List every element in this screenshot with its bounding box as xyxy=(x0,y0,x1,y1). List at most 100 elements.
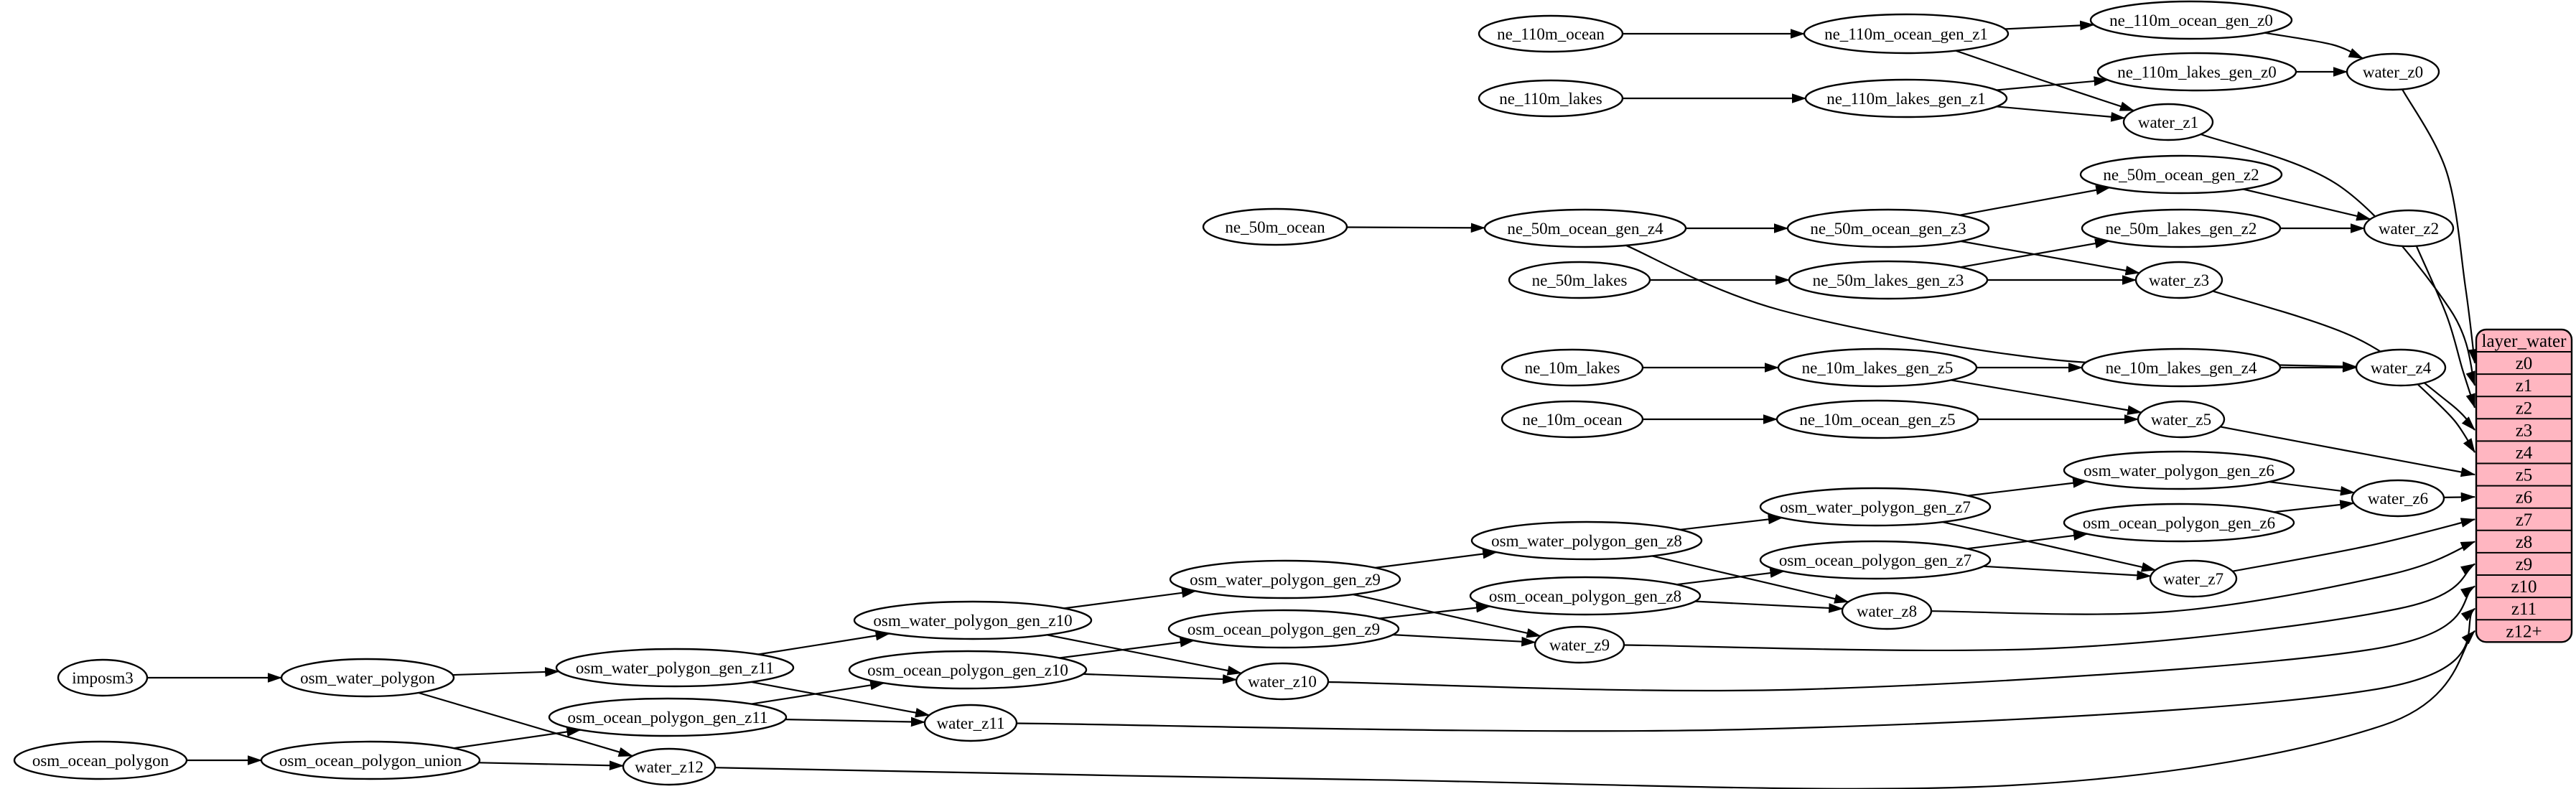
edge-ne_50m_lakes_gen_z3-to-ne_50m_lakes_gen_z2 xyxy=(1960,238,2110,269)
edge-osm_ocean_polygon_gen_z9-to-water_z9 xyxy=(1392,634,1536,647)
edge-water_z10-to-layer_water-z10 xyxy=(1327,585,2475,692)
node-label-ne_50m_lakes_gen_z2: ne_50m_lakes_gen_z2 xyxy=(2106,220,2257,238)
node-label-water_z8: water_z8 xyxy=(1857,602,1917,620)
node-label-ne_10m_ocean_gen_z5: ne_10m_ocean_gen_z5 xyxy=(1799,411,1955,429)
node-shape-ne_110m_lakes xyxy=(1478,79,1624,118)
edge-osm_ocean_polygon_gen_z8-to-water_z8 xyxy=(1694,600,1844,613)
node-osm_ocean_polygon: osm_ocean_polygon xyxy=(13,740,188,780)
node-shape-osm_ocean_polygon_gen_z9 xyxy=(1167,609,1400,649)
node-label-water_z6: water_z6 xyxy=(2368,490,2428,508)
node-label-ne_110m_ocean_gen_z1: ne_110m_ocean_gen_z1 xyxy=(1824,25,1988,43)
node-osm_water_polygon_gen_z10: osm_water_polygon_gen_z10 xyxy=(853,600,1093,640)
edge-ne_110m_ocean_gen_z1-to-ne_110m_ocean_gen_z0 xyxy=(2005,20,2095,31)
node-water_z11: water_z11 xyxy=(923,704,1018,742)
node-water_z3: water_z3 xyxy=(2134,261,2223,299)
node-shape-ne_50m_lakes_gen_z3 xyxy=(1788,260,1989,300)
node-label-ne_110m_lakes_gen_z1: ne_110m_lakes_gen_z1 xyxy=(1826,90,1985,108)
node-shape-imposm3 xyxy=(57,658,149,697)
node-shape-ne_110m_lakes_gen_z1 xyxy=(1804,78,2008,118)
edge-osm_ocean_polygon_gen_z11-to-osm_ocean_polygon_gen_z10 xyxy=(751,680,885,705)
node-water_z0: water_z0 xyxy=(2346,52,2440,91)
edge-osm_water_polygon_gen_z9-to-osm_water_polygon_gen_z8 xyxy=(1375,548,1498,569)
node-osm_water_polygon: osm_water_polygon xyxy=(280,658,455,698)
node-shape-water_z9 xyxy=(1534,625,1625,664)
edge-ne_50m_ocean_gen_z2-to-water_z2 xyxy=(2243,188,2371,221)
edge-ne_110m_lakes_gen_z1-to-ne_110m_lakes_gen_z0 xyxy=(1996,76,2109,91)
node-shape-osm_ocean_polygon_gen_z11 xyxy=(548,697,788,737)
edge-water_z5-to-layer_water-z5 xyxy=(2220,426,2476,477)
node-label-water_z0: water_z0 xyxy=(2363,63,2423,81)
edge-ne_110m_lakes_gen_z1-to-water_z1 xyxy=(1996,106,2126,122)
node-shape-water_z3 xyxy=(2134,261,2223,299)
table-row-z11: z11 xyxy=(2511,599,2537,619)
node-ne_50m_ocean_gen_z4: ne_50m_ocean_gen_z4 xyxy=(1483,208,1687,248)
table-row-z1: z1 xyxy=(2516,376,2533,396)
node-label-osm_ocean_polygon_gen_z10: osm_ocean_polygon_gen_z10 xyxy=(867,661,1068,679)
edge-osm_water_polygon_gen_z6-to-water_z6 xyxy=(2269,481,2356,496)
table-row-z12plus: z12+ xyxy=(2506,622,2542,641)
table-row-z7: z7 xyxy=(2516,510,2533,530)
node-osm_ocean_polygon_gen_z9: osm_ocean_polygon_gen_z9 xyxy=(1167,609,1400,649)
edge-osm_water_polygon_gen_z8-to-water_z8 xyxy=(1651,555,1849,604)
edge-osm_water_polygon_gen_z7-to-osm_water_polygon_gen_z6 xyxy=(1967,478,2088,497)
node-shape-water_z8 xyxy=(1841,592,1933,630)
node-shape-water_z10 xyxy=(1235,662,1330,701)
node-label-osm_water_polygon_gen_z9: osm_water_polygon_gen_z9 xyxy=(1190,571,1381,589)
node-water_z6: water_z6 xyxy=(2351,479,2445,518)
node-label-ne_10m_ocean: ne_10m_ocean xyxy=(1522,411,1623,429)
node-imposm3: imposm3 xyxy=(57,658,149,697)
edge-water_z9-to-layer_water-z9 xyxy=(1623,563,2475,652)
node-label-imposm3: imposm3 xyxy=(72,669,134,687)
node-water_z5: water_z5 xyxy=(2137,400,2226,439)
node-label-water_z2: water_z2 xyxy=(2379,220,2439,238)
node-ne_50m_lakes: ne_50m_lakes xyxy=(1508,261,1651,299)
node-label-ne_10m_lakes_gen_z5: ne_10m_lakes_gen_z5 xyxy=(1802,359,1954,377)
node-ne_10m_ocean_gen_z5: ne_10m_ocean_gen_z5 xyxy=(1775,399,1979,439)
edge-osm_water_polygon_gen_z9-to-water_z9 xyxy=(1353,593,1541,638)
node-ne_110m_lakes_gen_z1: ne_110m_lakes_gen_z1 xyxy=(1804,78,2008,118)
node-osm_water_polygon_gen_z6: osm_water_polygon_gen_z6 xyxy=(2063,450,2295,490)
edge-osm_ocean_polygon_gen_z7-to-water_z7 xyxy=(1983,565,2152,581)
node-shape-ne_110m_ocean_gen_z1 xyxy=(1803,13,2010,55)
node-shape-ne_10m_lakes_gen_z5 xyxy=(1777,347,1978,388)
edge-osm_water_polygon_gen_z11-to-osm_water_polygon_gen_z10 xyxy=(757,630,890,655)
node-label-water_z4: water_z4 xyxy=(2371,359,2432,377)
node-ne_10m_lakes_gen_z4: ne_10m_lakes_gen_z4 xyxy=(2081,347,2282,388)
edge-water_z4-to-layer_water-z4 xyxy=(2417,383,2475,453)
node-shape-ne_50m_ocean_gen_z4 xyxy=(1483,208,1687,248)
node-ne_50m_ocean_gen_z2: ne_50m_ocean_gen_z2 xyxy=(2079,154,2283,195)
table-layer: layer_waterz0z1z2z3z4z5z6z7z8z9z10z11z12… xyxy=(2475,328,2573,643)
node-label-osm_ocean_polygon_gen_z9: osm_ocean_polygon_gen_z9 xyxy=(1187,620,1380,638)
edge-water_z2-to-layer_water-z2 xyxy=(2415,246,2476,408)
edge-ne_50m_ocean_gen_z3-to-water_z3 xyxy=(1960,240,2140,276)
node-label-ne_50m_ocean: ne_50m_ocean xyxy=(1225,218,1325,236)
node-label-water_z5: water_z5 xyxy=(2151,411,2211,429)
node-water_z2: water_z2 xyxy=(2363,209,2455,248)
node-label-osm_water_polygon_gen_z8: osm_water_polygon_gen_z8 xyxy=(1491,532,1682,550)
edge-osm_ocean_polygon_gen_z7-to-osm_ocean_polygon_gen_z6 xyxy=(1966,531,2089,550)
node-label-ne_110m_lakes_gen_z0: ne_110m_lakes_gen_z0 xyxy=(2117,63,2276,81)
node-shape-ne_10m_ocean_gen_z5 xyxy=(1775,399,1979,439)
node-shape-water_z0 xyxy=(2346,52,2440,91)
table-title: layer_water xyxy=(2482,332,2567,351)
node-label-osm_water_polygon: osm_water_polygon xyxy=(300,669,435,687)
node-osm_ocean_polygon_gen_z6: osm_ocean_polygon_gen_z6 xyxy=(2063,503,2295,543)
node-label-ne_50m_ocean_gen_z4: ne_50m_ocean_gen_z4 xyxy=(1507,220,1663,238)
edge-water_z7-to-layer_water-z7 xyxy=(2232,518,2476,572)
edge-water_z12-to-layer_water-z12plus xyxy=(714,630,2475,789)
node-osm_ocean_polygon_gen_z11: osm_ocean_polygon_gen_z11 xyxy=(548,697,788,737)
edge-osm_ocean_polygon_gen_z9-to-osm_ocean_polygon_gen_z8 xyxy=(1378,602,1491,620)
node-ne_50m_lakes_gen_z3: ne_50m_lakes_gen_z3 xyxy=(1788,260,1989,300)
node-label-ne_110m_ocean: ne_110m_ocean xyxy=(1497,25,1605,43)
node-label-ne_110m_ocean_gen_z0: ne_110m_ocean_gen_z0 xyxy=(2109,11,2273,29)
node-shape-osm_ocean_polygon xyxy=(13,740,188,780)
node-shape-osm_water_polygon_gen_z10 xyxy=(853,600,1093,640)
node-water_z4: water_z4 xyxy=(2355,348,2447,387)
table-row-z6: z6 xyxy=(2516,488,2533,508)
node-label-water_z9: water_z9 xyxy=(1549,636,1610,654)
node-ne_110m_ocean_gen_z1: ne_110m_ocean_gen_z1 xyxy=(1803,13,2010,55)
node-label-ne_50m_lakes: ne_50m_lakes xyxy=(1532,271,1628,289)
node-shape-ne_10m_lakes xyxy=(1501,348,1644,387)
node-label-ne_50m_ocean_gen_z2: ne_50m_ocean_gen_z2 xyxy=(2103,166,2259,184)
node-osm_ocean_polygon_gen_z8: osm_ocean_polygon_gen_z8 xyxy=(1469,576,1702,616)
